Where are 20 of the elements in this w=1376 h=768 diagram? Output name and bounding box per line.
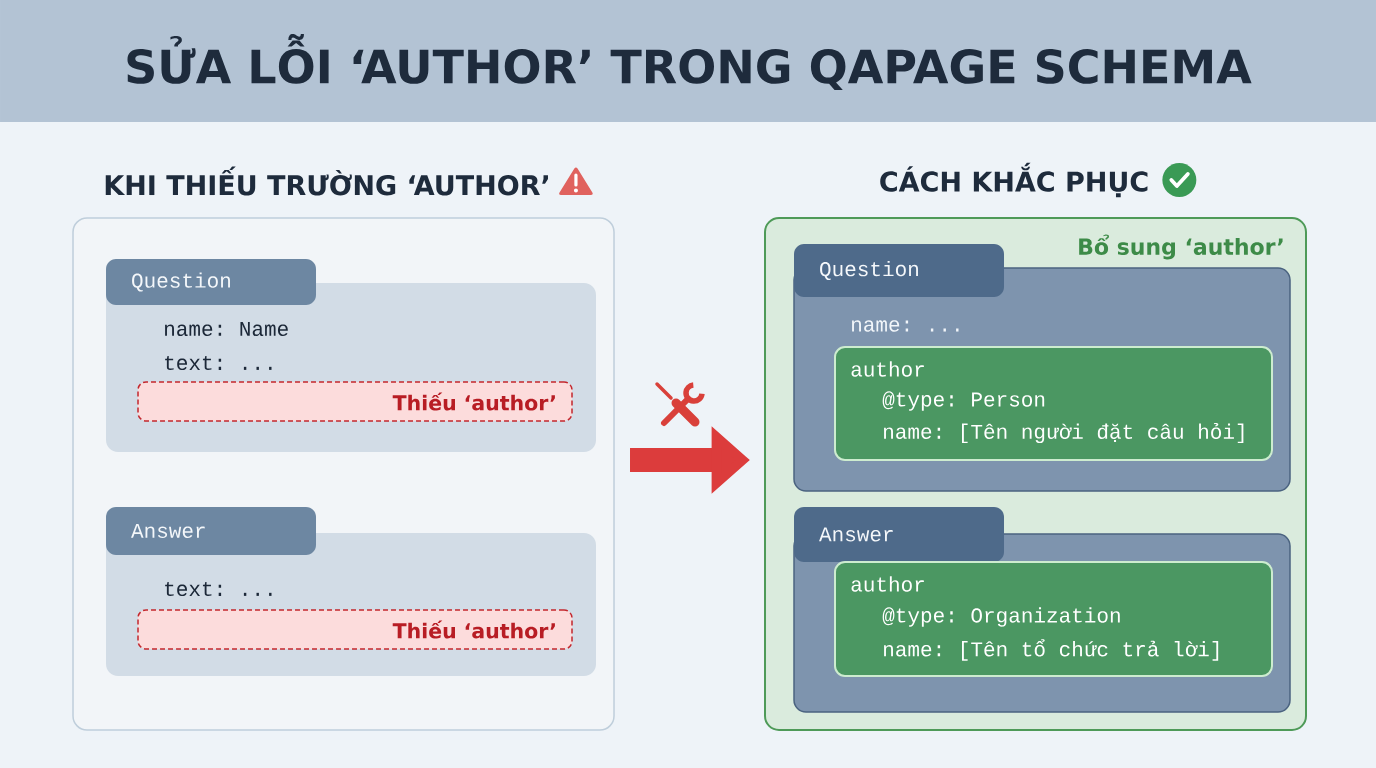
title: SỬA LỖI ‘AUTHOR’ TRONG QAPAGE SCHEMA [127,34,1252,90]
header-tab: Answer [106,507,316,555]
section-heading: CÁCH KHẮC PHỤC [880,162,1148,198]
code-line: name: Name [165,322,288,336]
code-line: text: ... [165,581,272,597]
header-tab: Question [106,259,316,305]
note-text: Bổ sung ‘author’ [1079,234,1283,260]
missing-field-box: Thiếu ‘author’ [137,609,573,650]
code-line: author [851,361,924,377]
code-line: text: ... [165,355,272,371]
missing-field-box: Thiếu ‘author’ [137,381,573,422]
header-tab: Answer [794,507,1004,562]
code-line: name: ... [852,320,959,332]
code-line: author [851,576,924,592]
code-line: @type: Person [882,391,1045,411]
section-heading: KHI THIẾU TRƯỜNG ‘AUTHOR’ [105,166,548,196]
code-line: @type: Organization [882,607,1120,627]
header-tab: Question [794,244,1004,297]
code-line: name: [Tên tổ chức trả lời] [884,639,1219,661]
code-line: name: [Tên người đặt câu hỏi] [884,422,1244,444]
